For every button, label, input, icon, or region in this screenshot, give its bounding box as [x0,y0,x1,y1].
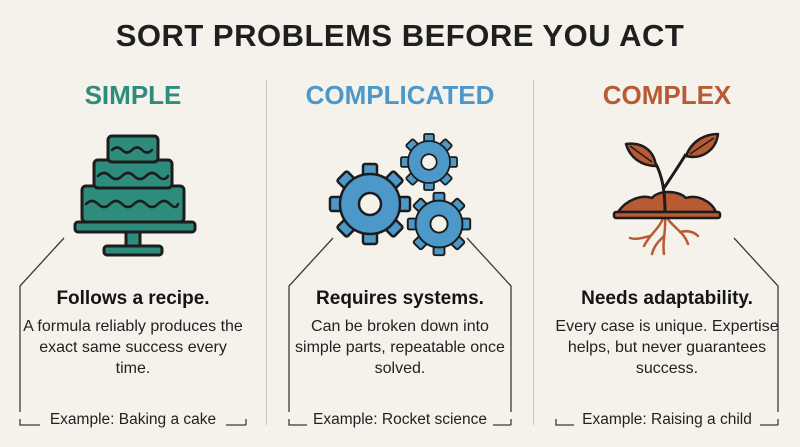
column-description: Can be broken down into simple parts, re… [295,318,505,377]
column-description: A formula reliably produces the exact sa… [23,318,243,377]
column-description: Every case is unique. Expertise helps, b… [555,318,779,377]
column-complex: COMPLEX Needs adaptability. Every case [534,0,800,447]
column-heading: SIMPLE [84,80,182,110]
column-headline: Needs adaptability. [581,288,753,309]
column-example: Example: Rocket science [312,411,488,428]
gears-icon [328,133,472,257]
sprout-icon [612,132,722,256]
column-headline: Follows a recipe. [56,288,210,309]
column-complicated: COMPLICATED [267,0,533,447]
column-simple: SIMPLE Follows a recipe. A formula [0,0,266,447]
column-headline: Requires systems. [316,288,484,309]
column-divider [266,80,267,425]
column-example: Example: Baking a cake [49,411,217,428]
cake-icon [73,134,197,257]
column-heading: COMPLICATED [305,80,495,110]
column-divider [533,80,534,425]
page-title: SORT PROBLEMS BEFORE YOU ACT [115,18,685,53]
column-example: Example: Raising a child [582,411,752,428]
column-heading: COMPLEX [602,80,732,110]
